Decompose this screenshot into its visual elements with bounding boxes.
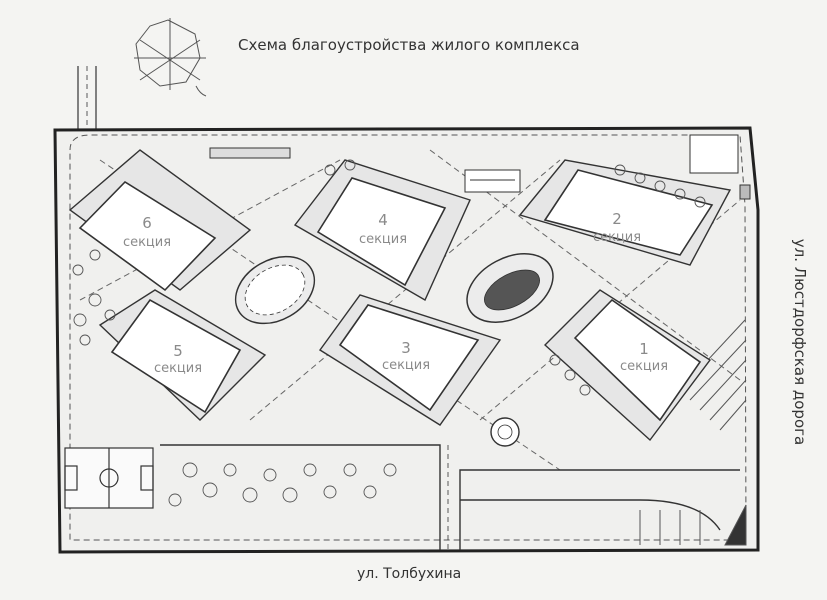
section-5-number: 5 bbox=[173, 342, 183, 360]
section-2-label: 2 секция bbox=[593, 210, 641, 245]
section-6-label: 6 секция bbox=[123, 214, 171, 250]
map-title: Схема благоустройства жилого комплекса bbox=[238, 36, 580, 54]
sports-ground bbox=[64, 447, 154, 509]
section-1-block bbox=[543, 289, 712, 442]
section-2-block bbox=[518, 159, 732, 266]
section-6-number: 6 bbox=[142, 214, 152, 232]
section-1-label: 1 секция bbox=[620, 340, 668, 374]
section-3-block bbox=[318, 294, 502, 426]
street-label-right: ул. Люстдорфская дорога bbox=[791, 238, 809, 446]
section-4-word: секция bbox=[359, 232, 407, 247]
courtyard-west bbox=[234, 255, 316, 325]
section-4-number: 4 bbox=[378, 211, 388, 229]
north-entrance-road bbox=[77, 66, 97, 130]
section-2-number: 2 bbox=[612, 210, 622, 228]
section-1-number: 1 bbox=[639, 340, 649, 358]
section-3-label: 3 секция bbox=[382, 339, 430, 373]
compass-rose-icon bbox=[134, 18, 207, 97]
courtyard-south bbox=[490, 417, 520, 447]
south-driveway bbox=[160, 444, 740, 550]
section-6-block bbox=[68, 149, 252, 292]
street-label-bottom: ул. Толбухина bbox=[357, 566, 462, 582]
trees bbox=[72, 159, 706, 507]
section-5-word: секция bbox=[154, 361, 202, 376]
section-2-word: секция bbox=[593, 230, 641, 245]
perimeter-road bbox=[69, 134, 747, 541]
section-4-label: 4 секция bbox=[359, 211, 407, 247]
courtyard-east bbox=[466, 253, 554, 323]
section-6-word: секция bbox=[123, 235, 171, 250]
section-3-number: 3 bbox=[401, 339, 411, 357]
parking-lot bbox=[639, 319, 747, 546]
section-5-label: 5 секция bbox=[154, 342, 202, 376]
section-5-block bbox=[98, 289, 267, 421]
section-1-word: секция bbox=[620, 359, 668, 374]
top-structures bbox=[209, 134, 751, 200]
section-3-word: секция bbox=[382, 358, 430, 373]
section-4-block bbox=[293, 159, 471, 301]
